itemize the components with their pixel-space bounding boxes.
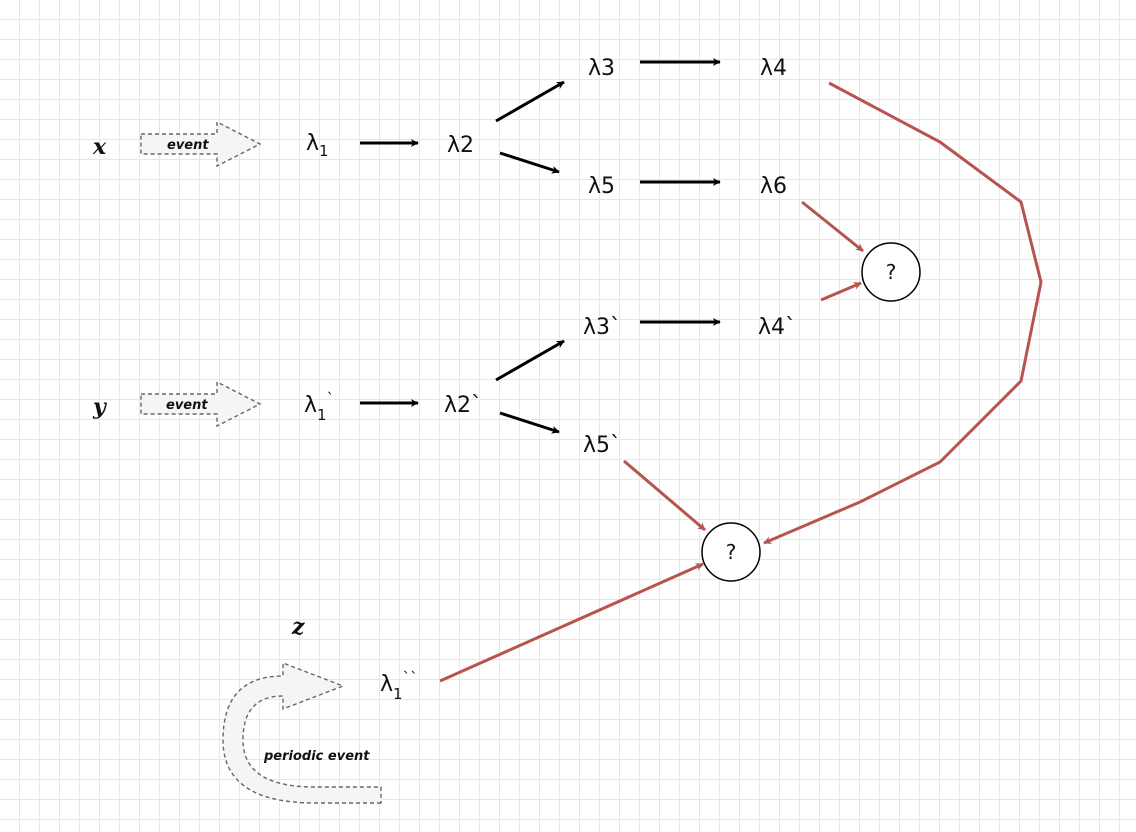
input-label-x: x [92,134,107,160]
event-arrow-x: event [140,120,262,168]
node-y-lambda2: λ2` [444,393,482,418]
node-z-lambda1: λ1`` [380,669,418,703]
event-arrow-x-label: event [167,138,209,153]
node-y-lambda1-sub: 1 [317,406,327,424]
periodic-event-arrow-z: periodic event [222,661,382,804]
node-x-lambda4: λ4 [760,56,787,81]
join-circle-upper: ? [861,242,921,302]
node-x-lambda1: λ1 [306,131,329,160]
event-arrow-y-label: event [166,398,208,413]
join-circle-lower: ? [701,522,761,582]
flow-arrow-x-l2-l5 [499,151,560,174]
node-x-lambda1-sub: 1 [319,142,329,160]
node-x-lambda6: λ6 [760,174,787,199]
node-y-lambda1-base: λ [304,393,317,418]
node-y-lambda1: λ1` [304,390,334,424]
input-label-y: y [92,394,108,420]
node-y-lambda4: λ4` [758,315,796,340]
join-circle-lower-label: ? [726,540,737,564]
merge-arrow-l6-to-upper-join [801,200,864,253]
node-x-lambda3: λ3 [588,56,615,81]
flow-arrow-y-l2-l5 [499,411,560,434]
node-x-lambda1-base: λ [306,131,319,156]
node-z-lambda1-mark: `` [403,669,418,687]
node-x-lambda2: λ2 [447,133,474,158]
input-label-z: z [291,614,305,640]
flow-arrow-x-l2-l3 [495,80,565,123]
event-arrow-y: event [140,380,262,428]
merge-arrow-l4prime-to-upper-join [820,281,862,302]
node-z-lambda1-base: λ [380,672,393,697]
merge-arrow-z-to-lower-join [439,562,704,683]
node-y-lambda5: λ5` [583,433,621,458]
flow-arrow-y-l2-l3 [495,339,565,382]
node-x-lambda5: λ5 [588,174,615,199]
merge-arrow-l5prime-to-lower-join [623,459,706,532]
join-circle-upper-label: ? [886,260,897,284]
node-y-lambda1-mark: ` [327,390,335,408]
node-z-lambda1-sub: 1 [393,685,403,703]
periodic-event-label: periodic event [263,749,370,764]
node-y-lambda3: λ3` [583,315,621,340]
merge-arrow-l4-to-lower-join [763,81,1043,545]
